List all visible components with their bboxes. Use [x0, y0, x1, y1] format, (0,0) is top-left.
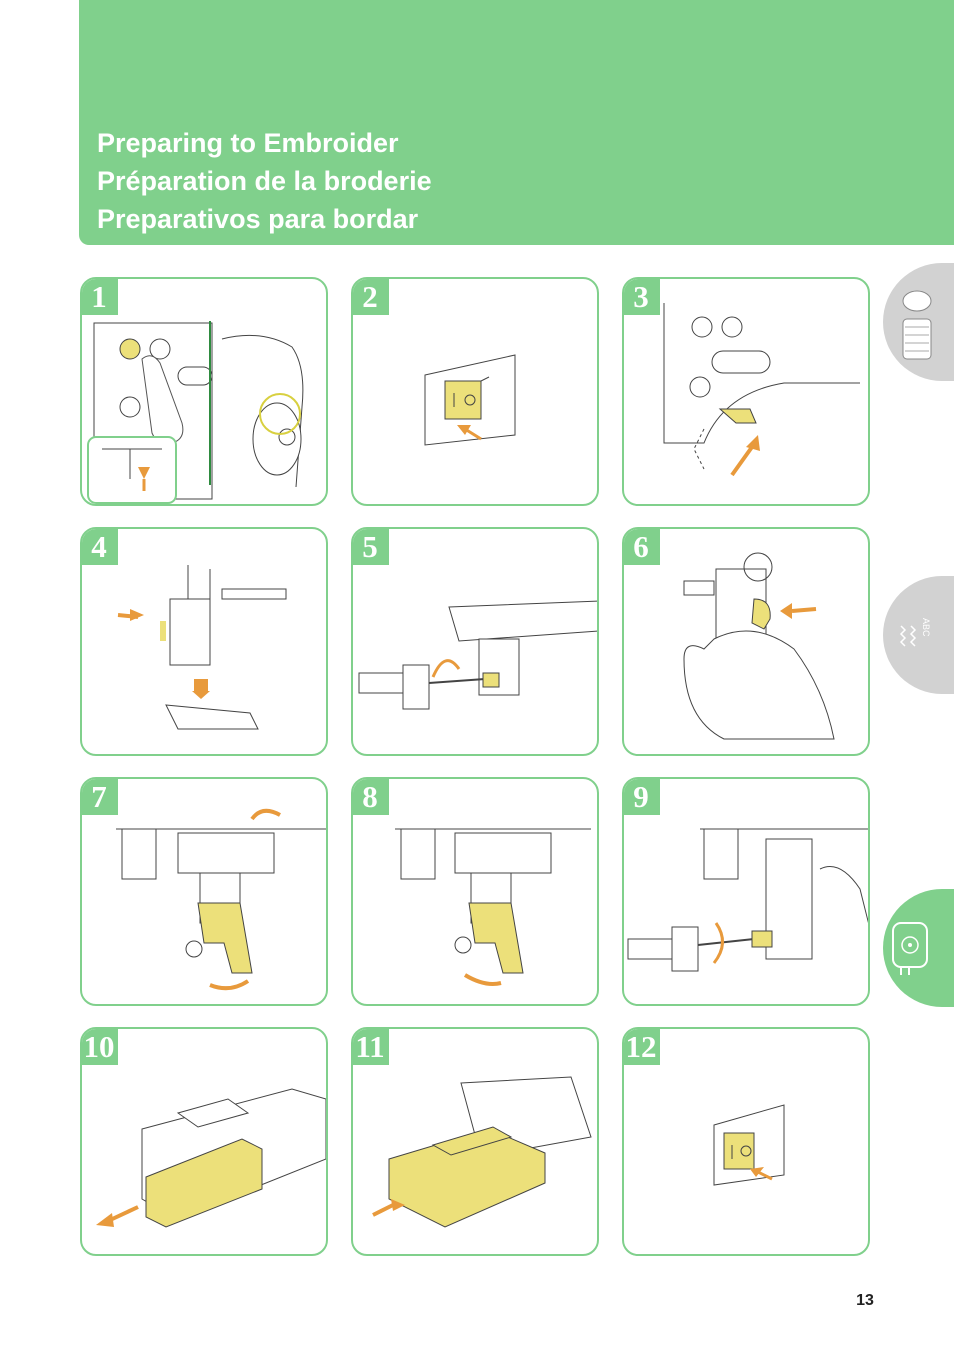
remove-foot-holder-screwdriver-illustration	[358, 600, 597, 710]
step-number: 5	[353, 529, 389, 565]
step-card-9: 9	[622, 777, 870, 1006]
tighten-foot-screw-illustration	[395, 828, 591, 986]
step-number: 1	[82, 279, 118, 315]
step-card-7: 7	[80, 777, 328, 1006]
remove-presser-foot-illustration	[117, 565, 287, 730]
step-number: 2	[353, 279, 389, 315]
page-header: Preparing to Embroider Préparation de la…	[79, 0, 954, 245]
step-number: 8	[353, 779, 389, 815]
step-card-4: 4	[80, 527, 328, 756]
tab-label: ABC	[921, 618, 931, 637]
tab-embroidery[interactable]	[883, 889, 954, 1007]
power-switch-off-illustration	[424, 354, 516, 446]
step-card-6: 6	[622, 527, 870, 756]
step-card-11: 11	[351, 1027, 599, 1256]
power-switch-on-illustration	[713, 1104, 785, 1186]
attach-foot-to-bar-illustration	[116, 808, 326, 991]
step-number: 9	[624, 779, 660, 815]
step-card-2: 2	[351, 277, 599, 506]
raise-presser-foot-lever-illustration	[663, 303, 860, 477]
attach-embroidery-unit-illustration	[372, 1076, 592, 1228]
step-number: 10	[82, 1029, 118, 1065]
step-card-1: 1	[80, 277, 328, 506]
step-card-5: 5	[351, 527, 599, 756]
title-spanish: Preparativos para bordar	[97, 204, 419, 234]
step-card-12: 12	[622, 1027, 870, 1256]
embroidery-hoop-icon	[892, 922, 928, 975]
step-card-8: 8	[351, 777, 599, 1006]
tighten-screw-with-screwdriver-illustration	[627, 828, 868, 972]
title-french: Préparation de la broderie	[97, 166, 432, 196]
step-card-10: 10	[80, 1027, 328, 1256]
step-number: 4	[82, 529, 118, 565]
step-number: 6	[624, 529, 660, 565]
press-needle-position-button-illustration	[87, 321, 304, 504]
step-number: 12	[624, 1029, 660, 1065]
remove-flat-bed-attachment-illustration	[96, 1088, 326, 1228]
title-english: Preparing to Embroider	[97, 128, 399, 158]
letters-stitch-icon: ABC	[899, 618, 931, 647]
thread-spool-icon	[902, 290, 932, 360]
step-number: 11	[353, 1029, 389, 1065]
tab-character-stitches[interactable]: ABC	[883, 576, 954, 694]
step-number: 7	[82, 779, 118, 815]
page-number: 13	[856, 1292, 874, 1309]
attach-embroidery-foot-illustration	[683, 552, 835, 740]
step-number: 3	[624, 279, 660, 315]
tab-sewing-basics[interactable]	[883, 263, 954, 381]
step-card-3: 3	[622, 277, 870, 506]
